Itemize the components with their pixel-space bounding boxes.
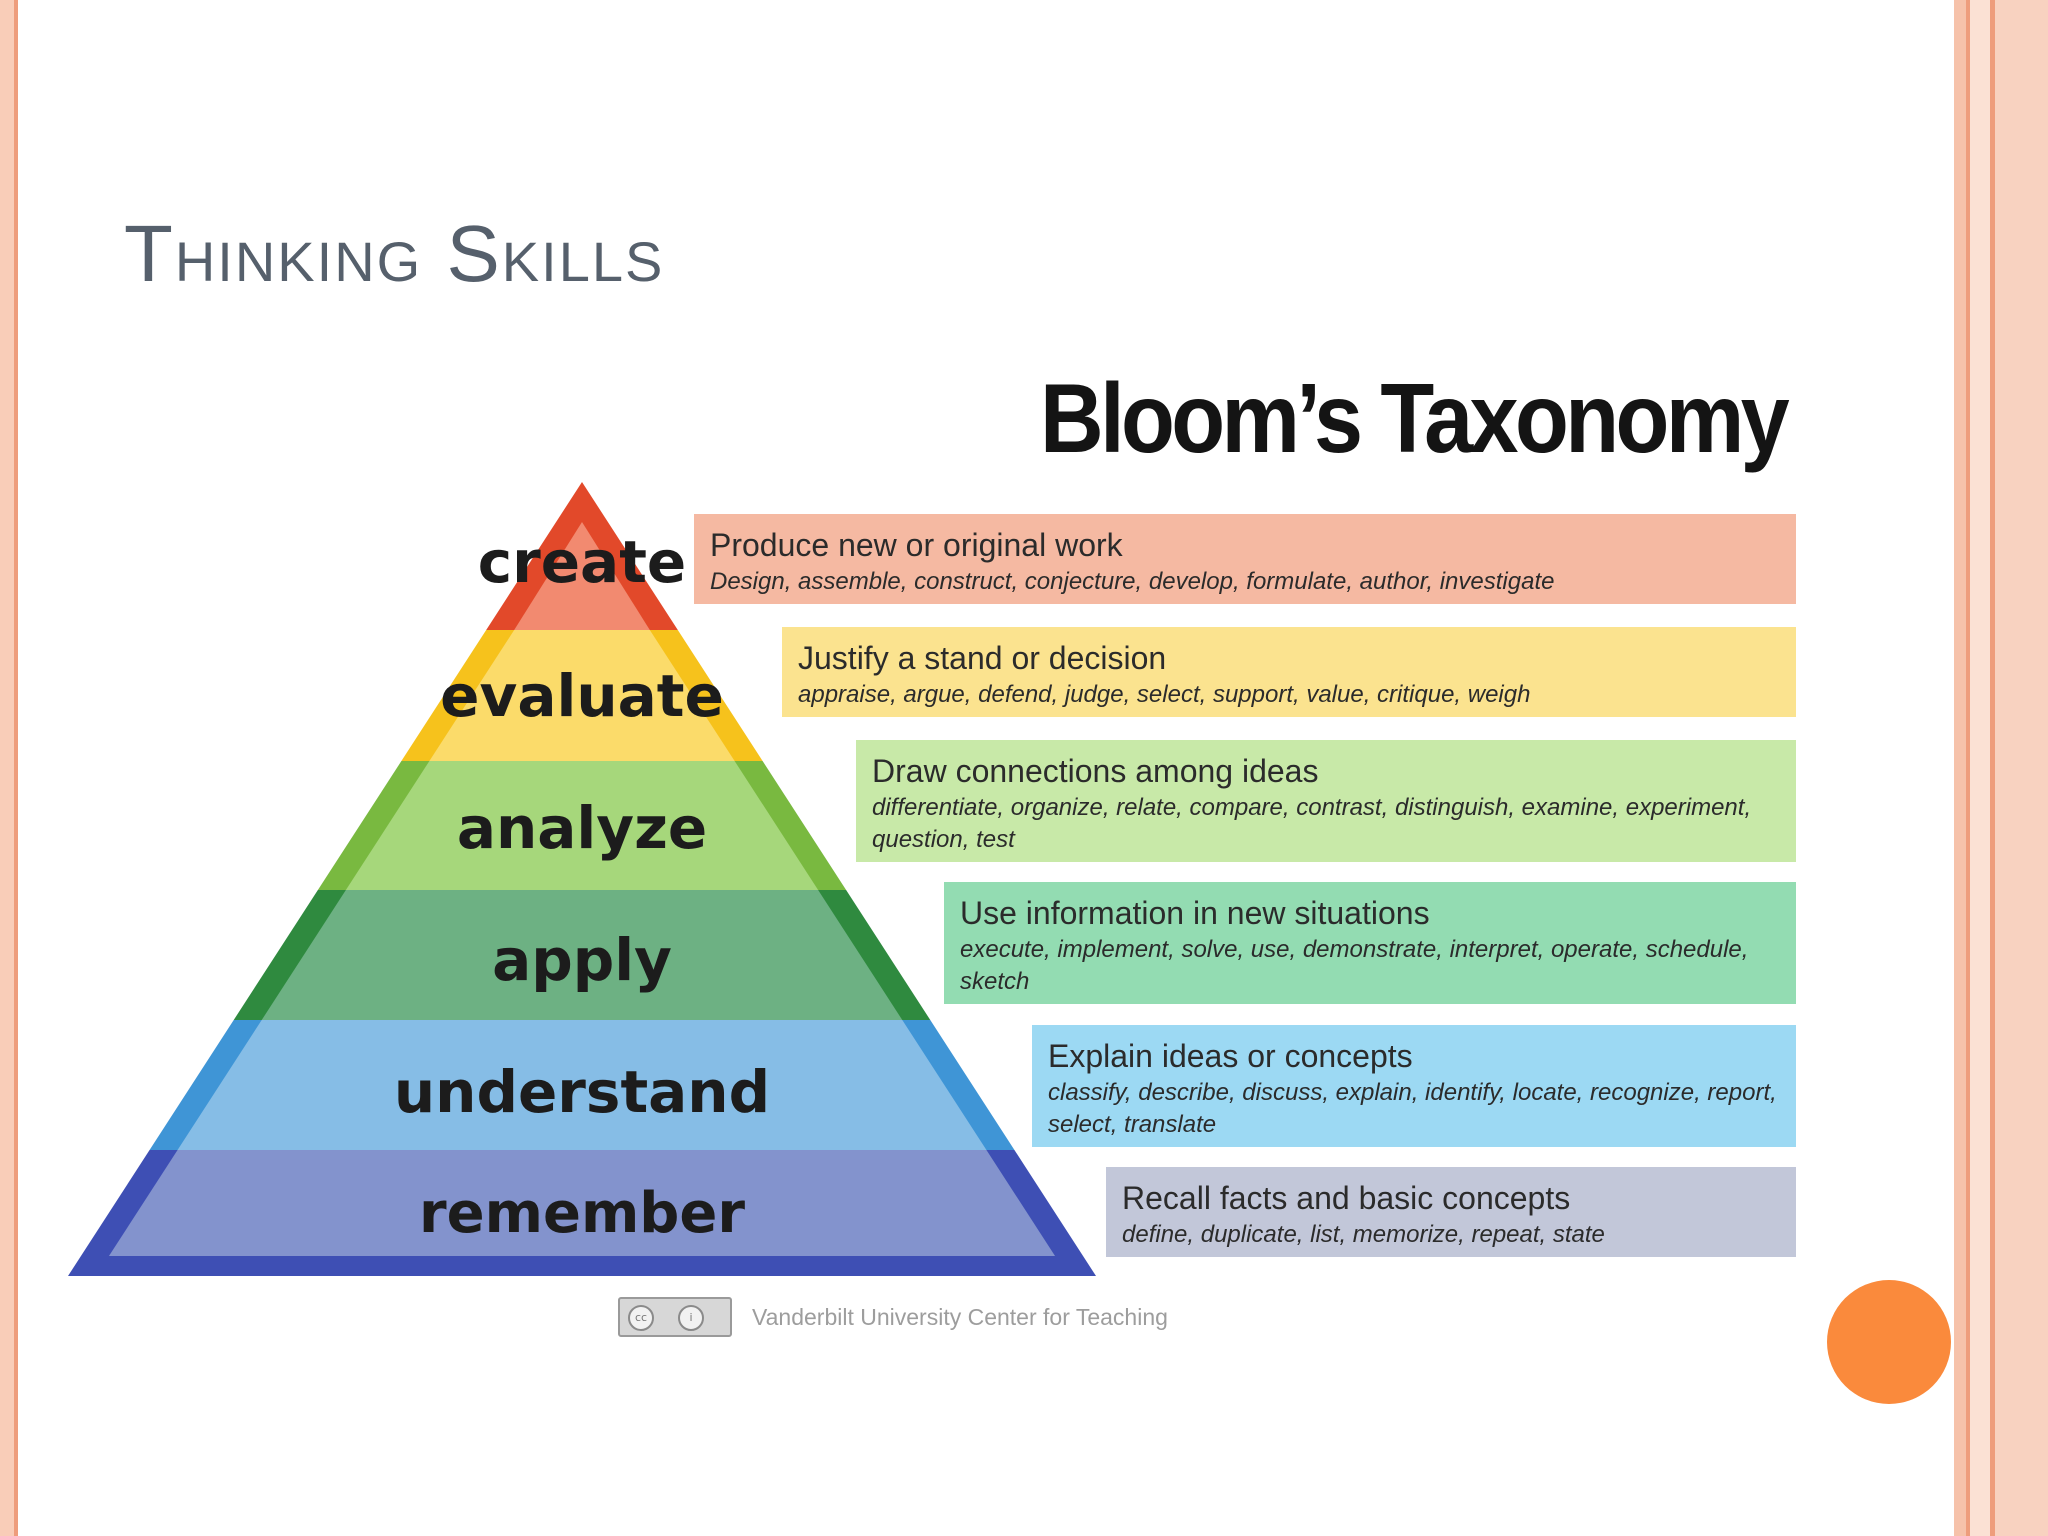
level-heading: Draw connections among ideas xyxy=(872,753,1319,789)
level-verbs: Design, assemble, construct, conjecture,… xyxy=(710,568,1555,595)
slide-frame-left xyxy=(0,0,18,1536)
pyramid-band-understand xyxy=(177,1020,987,1150)
slide-title: Thinking Skills xyxy=(124,209,665,298)
slide-frame-right-line xyxy=(1966,0,1970,1536)
level-verbs: classify, describe, discuss, explain, id… xyxy=(1048,1079,1777,1138)
pyramid-band-apply xyxy=(261,890,903,1020)
slide-frame-right-line-2 xyxy=(1990,0,1995,1536)
pyramid-band-analyze xyxy=(345,761,819,890)
pyramid-band-remember xyxy=(108,1150,1056,1256)
pyramid-band-evaluate xyxy=(429,630,735,761)
by-attribution-icon: i xyxy=(678,1305,704,1331)
level-box-remember: Recall facts and basic concepts define, d… xyxy=(1106,1167,1796,1257)
creative-commons-icon: cc i xyxy=(618,1297,732,1337)
level-verbs: appraise, argue, defend, judge, select, … xyxy=(798,681,1531,708)
level-box-evaluate: Justify a stand or decision appraise, arg… xyxy=(782,627,1796,717)
level-heading: Use information in new situations xyxy=(960,895,1430,931)
level-box-apply: Use information in new situations execute… xyxy=(944,882,1796,1004)
level-heading: Justify a stand or decision xyxy=(798,640,1167,676)
pyramid-label-create: create xyxy=(478,528,687,596)
diagram-title: Bloom’s Taxonomy xyxy=(1040,363,1790,473)
pyramid-label-remember: remember xyxy=(419,1181,745,1246)
level-box-analyze: Draw connections among ideas differentiat… xyxy=(856,740,1796,862)
pyramid-label-understand: understand xyxy=(394,1058,770,1126)
pyramid-band-create xyxy=(514,522,650,630)
level-verbs: define, duplicate, list, memorize, repea… xyxy=(1122,1221,1605,1248)
level-heading: Explain ideas or concepts xyxy=(1048,1038,1413,1074)
level-verbs: differentiate, organize, relate, compare… xyxy=(872,794,1752,853)
slide-frame-right-band-light xyxy=(1970,0,1990,1536)
credit-text: Vanderbilt University Center for Teachin… xyxy=(752,1303,1168,1330)
level-verbs: execute, implement, solve, use, demonstr… xyxy=(960,936,1749,995)
slide-accent-dot xyxy=(1827,1280,1951,1404)
slide-frame-right-edge xyxy=(1995,0,2048,1536)
credit-line: cc i Vanderbilt University Center for Te… xyxy=(618,1297,1168,1337)
cc-circle-icon: cc xyxy=(628,1305,654,1331)
pyramid-label-analyze: analyze xyxy=(457,794,707,862)
pyramid: create evaluate analyze apply understand reme… xyxy=(68,482,1096,1276)
pyramid-label-evaluate: evaluate xyxy=(440,662,724,730)
level-heading: Produce new or original work xyxy=(710,527,1123,563)
slide-frame-left-line xyxy=(14,0,18,1536)
slide-frame-right-band xyxy=(1954,0,1966,1536)
pyramid-label-apply: apply xyxy=(492,926,672,994)
level-box-understand: Explain ideas or concepts classify, descr… xyxy=(1032,1025,1796,1147)
level-heading: Recall facts and basic concepts xyxy=(1122,1180,1571,1216)
